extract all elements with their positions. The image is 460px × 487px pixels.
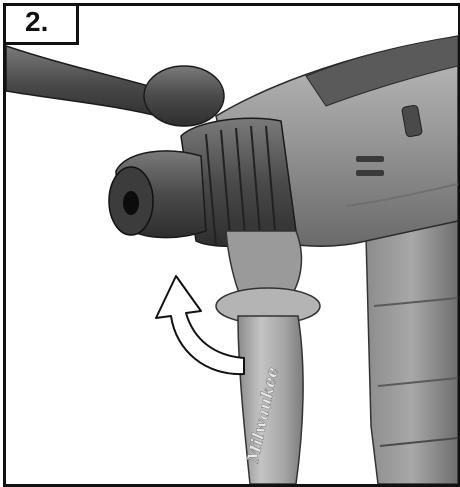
motor-housing — [365, 220, 458, 484]
vent-slot — [356, 170, 384, 176]
step-frame: 2. — [3, 3, 460, 487]
step-number: 2. — [25, 6, 49, 37]
step-number-badge: 2. — [6, 6, 79, 45]
rotation-arrow — [155, 275, 245, 376]
top-grip-knob — [143, 65, 225, 127]
tool-illustration: Milwaukee — [6, 35, 458, 484]
vent-slot — [356, 156, 384, 162]
mode-selector-slot — [401, 104, 423, 138]
